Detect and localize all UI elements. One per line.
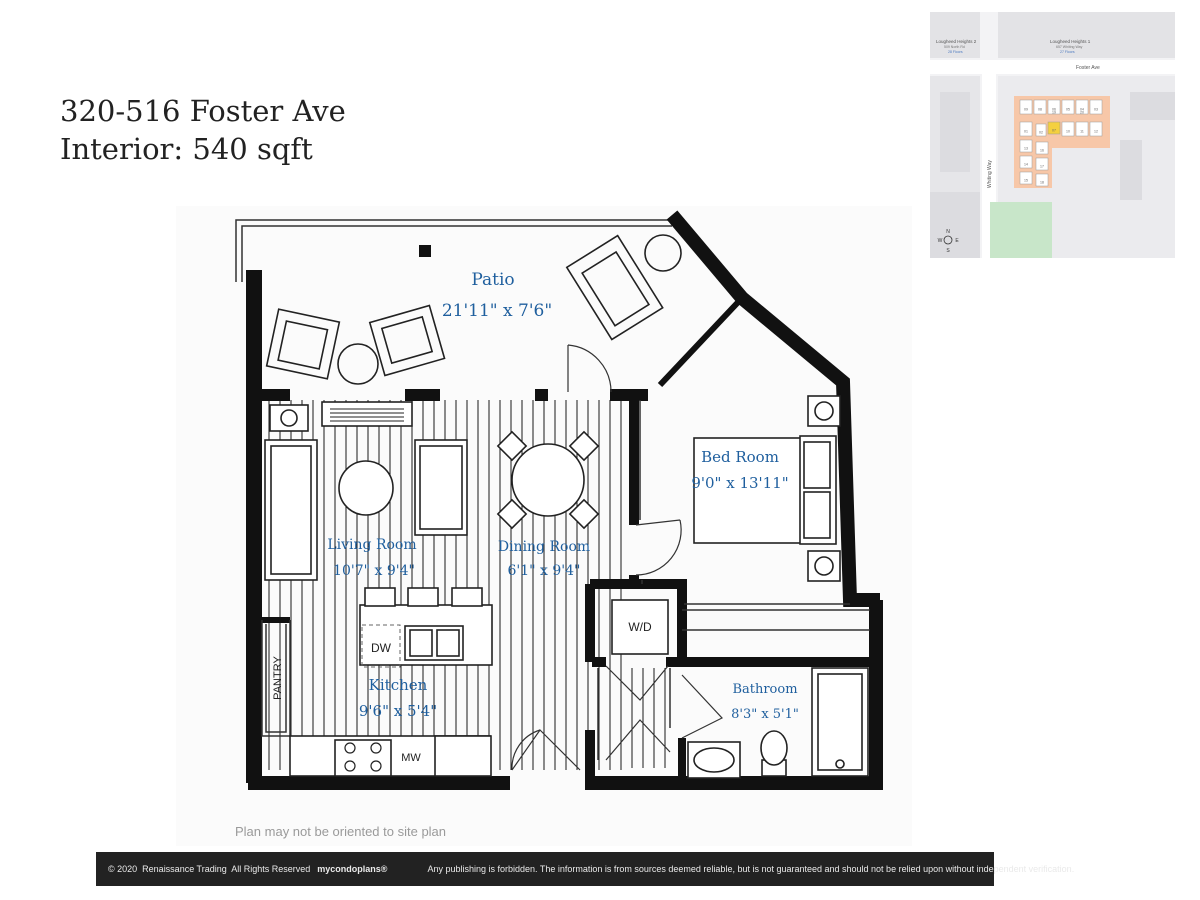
unit-number: 17	[1040, 165, 1044, 169]
unit-number: 20	[1080, 111, 1084, 115]
living-furniture	[264, 401, 468, 581]
living-name: Living Room	[327, 537, 416, 553]
address-text: 320-516 Foster Ave	[60, 94, 346, 128]
company-text: Renaissance Trading	[142, 864, 227, 874]
dining-size: 6'1" x 9'4"	[507, 563, 580, 579]
building-left-floors: 28 Floors	[948, 50, 963, 54]
compass-w: W	[938, 238, 943, 244]
fixture-labels: DW MW W/D PANTRY	[272, 620, 652, 764]
site-plan-inset: Lougheed Heights 2 509 North Rd 28 Floor…	[930, 12, 1175, 258]
patio-post	[419, 245, 431, 257]
kitchen-size: 9'6" x 5'4"	[359, 702, 437, 720]
unit-number: 04	[1080, 108, 1084, 112]
unit-number: 19	[1052, 111, 1056, 115]
whiting-way-label: Whiting Way	[987, 160, 993, 188]
living-size: 10'7" x 9'4"	[333, 563, 415, 579]
bedroom-size: 9'0" x 13'11"	[691, 474, 788, 492]
doors	[511, 344, 723, 771]
stove-burners	[344, 742, 382, 772]
building-right-floors: 27 Floors	[1060, 50, 1075, 54]
unit-number: 12	[1094, 130, 1098, 134]
dining-set	[496, 430, 600, 530]
copyright-text: © 2020	[108, 864, 138, 874]
rights-text: All Rights Reserved	[231, 864, 311, 874]
bedroom-furniture	[693, 395, 841, 582]
dishwasher	[361, 624, 401, 668]
unit-number: 08	[1038, 108, 1042, 112]
dw-label: DW	[371, 641, 392, 655]
listing-title: 320-516 Foster Ave Interior: 540 sqft	[60, 92, 346, 168]
bathroom-size: 8'3" x 5'1"	[731, 707, 799, 722]
patio-railing	[235, 219, 675, 282]
patio-furniture	[265, 234, 682, 385]
washer-dryer	[611, 599, 669, 655]
unit-number: 03	[1094, 108, 1098, 112]
footer-bar: © 2020 Renaissance Trading All Rights Re…	[96, 852, 1074, 886]
wd-label: W/D	[628, 620, 652, 634]
unit-grid	[1019, 99, 1103, 187]
footer-copyright-group: © 2020 Renaissance Trading All Rights Re…	[108, 864, 389, 874]
unit-number: 14	[1024, 163, 1028, 167]
unit-number: 16	[1040, 149, 1044, 153]
exterior-walls	[246, 210, 883, 790]
patio-size: 21'11" x 7'6"	[442, 301, 552, 321]
unit-number: 13	[1024, 147, 1028, 151]
interior-area-text: Interior: 540 sqft	[60, 132, 313, 166]
building-right-sub: 657 Whiting Way	[1056, 45, 1083, 49]
park-area	[990, 202, 1052, 258]
kitchen-fixtures	[289, 587, 493, 777]
orientation-note: Plan may not be oriented to site plan	[235, 824, 447, 839]
room-labels: Patio 21'11" x 7'6" Bed Room 9'0" x 13'1…	[327, 270, 799, 722]
unit-number: 09	[1024, 108, 1028, 112]
building-left-label: Lougheed Heights 2	[936, 39, 977, 44]
compass-n: N	[946, 229, 950, 235]
brand-text: mycondoplans®	[317, 864, 388, 874]
selected-unit	[1047, 121, 1061, 135]
compass-icon: N S W E	[938, 229, 960, 254]
bathroom-fixtures	[687, 667, 869, 779]
unit-number: 05	[1066, 108, 1070, 112]
mw-label: MW	[401, 752, 421, 764]
building-right-label: Lougheed Heights 1	[1050, 39, 1091, 44]
kitchen-name: Kitchen	[369, 676, 428, 694]
disclaimer-text: Any publishing is forbidden. The informa…	[427, 864, 1075, 874]
fireplace-grille	[330, 408, 404, 422]
unit-number: 10	[1066, 130, 1070, 134]
interior-lines	[261, 400, 870, 760]
building-left-sub: 509 North Rd	[944, 45, 965, 49]
bathroom-name: Bathroom	[732, 682, 797, 697]
unit-number: 06	[1052, 108, 1056, 112]
site-plan-map: Lougheed Heights 2 509 North Rd 28 Floor…	[930, 12, 1175, 258]
unit-number: 01	[1024, 130, 1028, 134]
pantry-label: PANTRY	[272, 656, 284, 700]
unit-number: 15	[1024, 179, 1028, 183]
unit-number: 02	[1039, 131, 1043, 135]
unit-number: 07	[1052, 129, 1056, 133]
foster-ave-label: Foster Ave	[1076, 65, 1100, 71]
dining-name: Dining Room	[498, 539, 590, 555]
compass-e: E	[955, 238, 959, 244]
patio-name: Patio	[471, 270, 514, 290]
unit-number: 11	[1080, 130, 1084, 134]
bedroom-name: Bed Room	[701, 448, 779, 466]
compass-s: S	[946, 248, 950, 254]
unit-number: 18	[1040, 181, 1044, 185]
